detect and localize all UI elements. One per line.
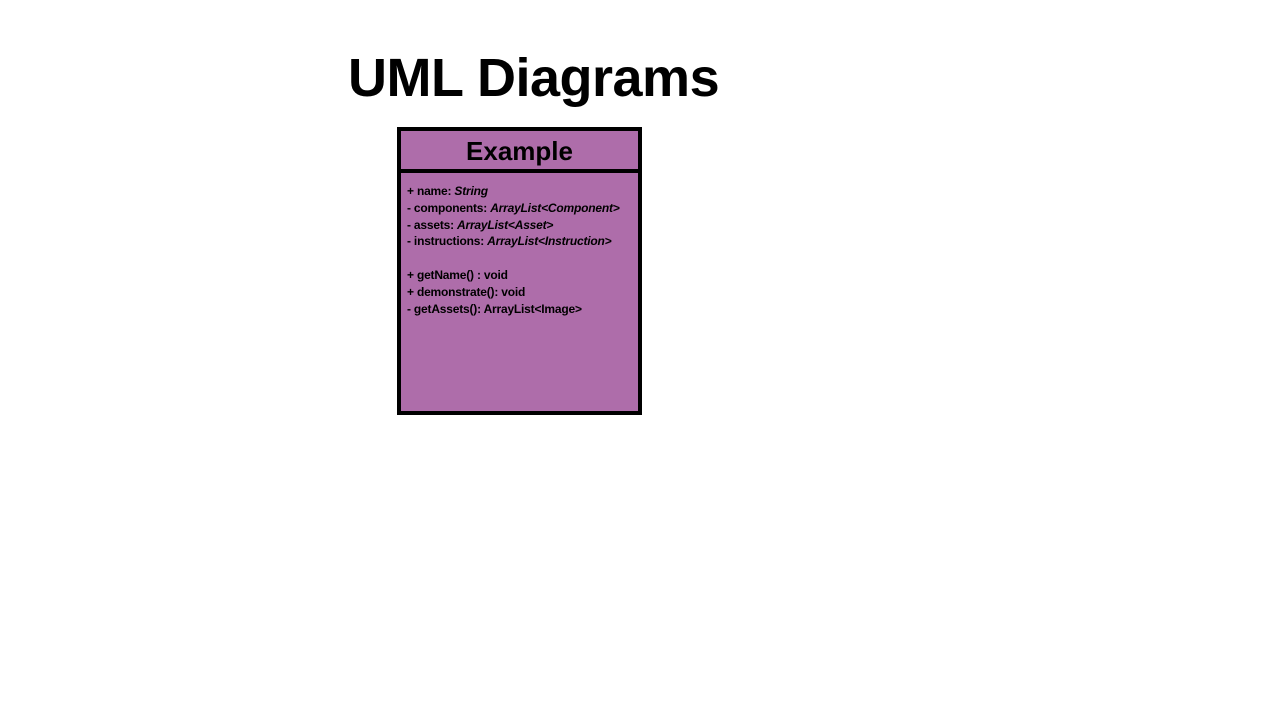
- uml-attributes-section: + name: String - components: ArrayList<C…: [407, 183, 638, 250]
- attribute-type: ArrayList<Component>: [490, 200, 620, 215]
- attribute-name: - assets:: [407, 217, 458, 232]
- slide-title: UML Diagrams: [348, 48, 720, 108]
- attribute-type: ArrayList<Asset>: [457, 217, 554, 232]
- uml-method: + getName() : void: [407, 268, 508, 283]
- uml-class-box: Example + name: String - components: Arr…: [397, 127, 642, 415]
- uml-attribute: + name: String: [407, 183, 638, 200]
- attribute-type: ArrayList<Instruction>: [487, 234, 612, 249]
- attribute-name: - components:: [407, 200, 491, 215]
- uml-method: - getAssets(): ArrayList<Image>: [407, 301, 582, 316]
- uml-class-name: Example: [401, 131, 638, 173]
- uml-attribute: - assets: ArrayList<Asset>: [407, 217, 638, 234]
- attribute-name: - instructions:: [407, 234, 488, 249]
- uml-attribute: - components: ArrayList<Component>: [407, 200, 638, 217]
- uml-attribute: - instructions: ArrayList<Instruction>: [407, 233, 638, 250]
- uml-class-body: + name: String - components: ArrayList<C…: [401, 173, 638, 318]
- attribute-type: String: [454, 184, 488, 198]
- uml-methods-section: + getName() : void + demonstrate(): void…: [407, 267, 638, 317]
- uml-method: + demonstrate(): void: [407, 284, 526, 299]
- attribute-name: + name:: [407, 184, 455, 198]
